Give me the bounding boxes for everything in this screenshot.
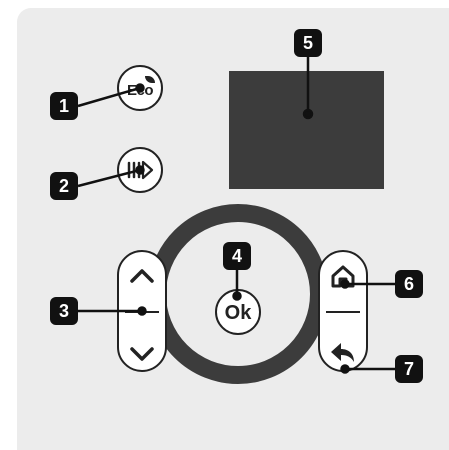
pill-divider	[326, 311, 360, 313]
pill-divider	[125, 311, 159, 313]
home-icon[interactable]	[329, 263, 357, 289]
display-screen	[229, 71, 384, 189]
leaf-icon	[145, 76, 155, 83]
callout-badge-6: 6	[395, 270, 423, 298]
callout-badge-7: 7	[395, 355, 423, 383]
ok-button-label: Ok	[224, 301, 252, 324]
callout-badge-1: 1	[50, 92, 78, 120]
eco-button[interactable]: Eco	[117, 65, 163, 111]
callout-badge-2: 2	[50, 172, 78, 200]
callout-badge-5: 5	[294, 29, 322, 57]
chevron-down-icon[interactable]	[128, 344, 156, 364]
callout-badge-3: 3	[50, 297, 78, 325]
skip-play-icon	[127, 160, 154, 180]
play-button[interactable]	[117, 147, 163, 193]
back-arrow-icon[interactable]	[328, 340, 358, 366]
ok-button[interactable]: Ok	[215, 289, 261, 335]
callout-badge-4: 4	[223, 242, 251, 270]
eco-button-label: Eco	[126, 81, 154, 99]
chevron-up-icon[interactable]	[128, 266, 156, 286]
